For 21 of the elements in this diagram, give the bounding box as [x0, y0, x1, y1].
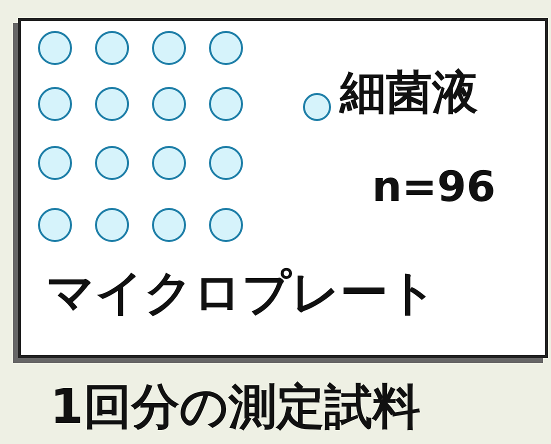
well-circle	[152, 87, 186, 121]
well-circle	[209, 87, 243, 121]
count-label: n=96	[372, 162, 496, 211]
well-circle	[38, 31, 72, 65]
well-circle	[209, 146, 243, 180]
well-circle	[95, 208, 129, 242]
well-circle	[38, 208, 72, 242]
caption: 1回分の測定試料	[50, 378, 420, 437]
well-circle	[38, 87, 72, 121]
well-circle	[152, 146, 186, 180]
plate-label: マイクロプレート	[46, 264, 437, 323]
well-circle	[209, 208, 243, 242]
well-circle	[152, 31, 186, 65]
well-circle	[95, 87, 129, 121]
sample-label: 細菌液	[340, 64, 478, 121]
well-circle	[38, 146, 72, 180]
well-circle	[95, 146, 129, 180]
well-circle	[303, 93, 331, 121]
well-circle	[209, 31, 243, 65]
well-circle	[152, 208, 186, 242]
well-circle	[95, 31, 129, 65]
